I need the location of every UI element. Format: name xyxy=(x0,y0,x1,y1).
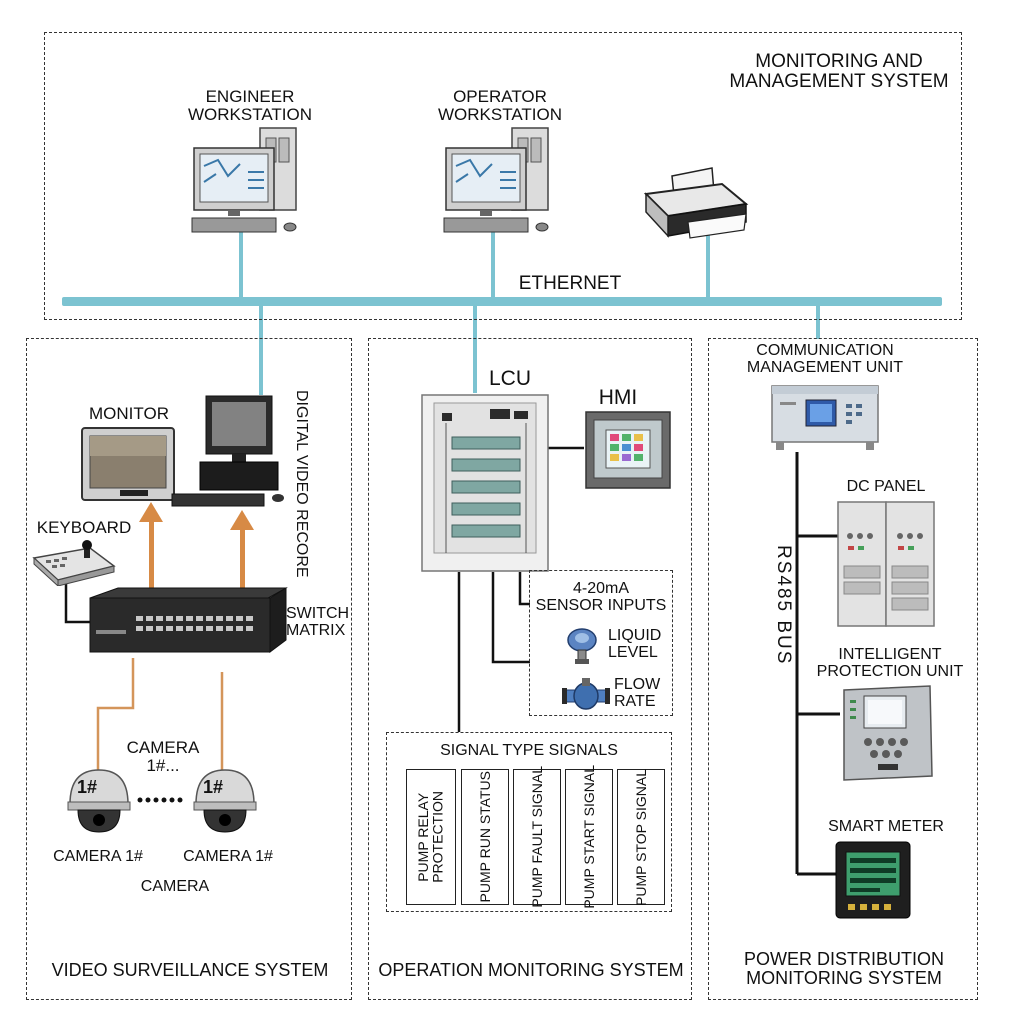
signal-label: PUMP START SIGNAL xyxy=(580,765,597,909)
lcu-to-sensors-2 xyxy=(518,572,530,606)
sensor-title-line1: 4-20mA xyxy=(572,580,630,597)
camera-right-tag: 1# xyxy=(202,777,224,797)
camera-left-cable xyxy=(96,658,135,772)
engineer-workstation-icon xyxy=(191,127,297,233)
signal-pump-stop-signal: PUMP STOP SIGNAL xyxy=(617,769,665,905)
camera-left-label: CAMERA 1# xyxy=(53,848,143,865)
ethernet-label: ETHERNET xyxy=(518,273,622,294)
ethernet-bus xyxy=(62,297,942,306)
power-title-line2: MONITORING SYSTEM xyxy=(746,967,942,988)
power-system-box xyxy=(708,338,978,1000)
sensor-inputs-box xyxy=(529,570,673,716)
operator-label-line1: OPERATOR xyxy=(453,87,547,106)
ethernet-drop-engineer xyxy=(239,228,243,298)
engineer-workstation-label: ENGINEER WORKSTATION xyxy=(170,88,330,124)
digital-video-recorder-icon xyxy=(171,395,284,507)
liquid-level-label: LIQUID LEVEL xyxy=(608,627,668,662)
communication-management-unit-icon xyxy=(771,385,879,450)
ipu-label-line1: INTELLIGENT xyxy=(838,646,942,663)
operator-label-line2: WORKSTATION xyxy=(437,104,563,124)
monitor-label: MONITOR xyxy=(89,404,169,423)
arrow-to-dvr xyxy=(230,510,254,590)
power-system-title: POWER DISTRIBUTION MONITORING SYSTEM xyxy=(714,950,974,988)
dvr-label: DIGITAL VIDEO RECORE xyxy=(292,390,310,578)
printer-icon xyxy=(643,167,749,239)
smart-meter-label: SMART METER xyxy=(828,818,944,835)
signal-label: PUMP RUN STATUS xyxy=(476,771,493,903)
switch-label-line2: MATRIX xyxy=(286,621,346,639)
operation-system-box xyxy=(368,338,692,1000)
ethernet-drop-cmu xyxy=(816,305,820,339)
signal-pump-start-signal: PUMP START SIGNAL xyxy=(565,765,613,909)
ethernet-drop-operator xyxy=(491,228,495,298)
engineer-label-line1: ENGINEER xyxy=(205,87,295,106)
keyboard-cable xyxy=(64,580,92,624)
intelligent-protection-unit-icon xyxy=(843,685,933,781)
sensor-inputs-title: 4-20mA SENSOR INPUTS xyxy=(530,580,672,615)
switch-label-line1: SWITCH xyxy=(286,605,350,622)
camera-group-label: CAMERA 1#... xyxy=(118,739,208,775)
power-title-line1: POWER DISTRIBUTION xyxy=(743,949,944,969)
rs485-bus-label: RS485 BUS xyxy=(772,545,794,666)
keyboard-label: KEYBOARD xyxy=(36,518,132,537)
switch-matrix-label: SWITCH MATRIX xyxy=(286,605,356,640)
monitor-icon xyxy=(81,427,175,501)
cmu-label-line1: COMMUNICATION xyxy=(756,342,894,359)
ethernet-drop-printer xyxy=(706,230,710,298)
camera-group-line1: CAMERA xyxy=(126,738,200,757)
signal-types-box xyxy=(386,732,672,912)
dc-panel-icon xyxy=(837,501,935,627)
smart-meter-icon xyxy=(835,841,911,919)
liquid-label-line2: LEVEL xyxy=(608,643,658,661)
monitoring-system-box xyxy=(44,32,962,320)
camera-right-icon xyxy=(193,769,257,833)
cmu-label-line2: MANAGEMENT UNIT xyxy=(746,358,904,376)
ipu-label: INTELLIGENT PROTECTION UNIT xyxy=(810,646,970,681)
camera-left-tag: 1# xyxy=(76,777,98,797)
hmi-label: HMI xyxy=(598,386,638,409)
signal-label: PUMP FAULT SIGNAL xyxy=(528,766,545,908)
sensor-title-line2: SENSOR INPUTS xyxy=(535,596,667,614)
signal-label: PUMP RELAY PROTECTION xyxy=(415,791,446,883)
liquid-label-line1: LIQUID xyxy=(608,627,662,644)
ethernet-drop-dvr xyxy=(259,305,263,395)
engineer-label-line2: WORKSTATION xyxy=(187,104,313,124)
lcu-cabinet-icon xyxy=(421,394,549,572)
monitoring-title-line1: MONITORING AND xyxy=(755,51,923,72)
flow-label-line1: FLOW xyxy=(614,676,661,693)
lcu-label: LCU xyxy=(488,367,531,390)
operator-workstation-icon xyxy=(443,127,549,233)
signal-label: PUMP STOP SIGNAL xyxy=(632,768,649,906)
camera-ellipsis-dots xyxy=(137,797,183,803)
lcu-to-sensors-1 xyxy=(491,572,530,664)
flow-rate-label: FLOW RATE xyxy=(614,676,670,711)
cmu-label: COMMUNICATION MANAGEMENT UNIT xyxy=(740,342,910,377)
camera-left-icon xyxy=(67,769,131,833)
hmi-panel-icon xyxy=(585,411,671,489)
signal-pump-fault-signal: PUMP FAULT SIGNAL xyxy=(513,766,561,908)
operator-workstation-label: OPERATOR WORKSTATION xyxy=(420,88,580,124)
ipu-label-line2: PROTECTION UNIT xyxy=(816,662,964,680)
operation-system-title: OPERATION MONITORING SYSTEM xyxy=(378,960,684,980)
signal-types-title: SIGNAL TYPE SIGNALS xyxy=(440,742,618,759)
flow-label-line2: RATE xyxy=(614,692,656,710)
camera-bottom-label: CAMERA xyxy=(140,878,210,895)
dc-panel-label: DC PANEL xyxy=(846,478,926,495)
switch-matrix-icon xyxy=(89,587,288,653)
video-system-title: VIDEO SURVEILLANCE SYSTEM xyxy=(51,960,329,980)
ethernet-drop-lcu xyxy=(473,305,477,393)
ptz-keyboard-icon xyxy=(32,540,116,586)
camera-right-label: CAMERA 1# xyxy=(183,848,273,865)
camera-group-line2: 1#... xyxy=(146,755,180,775)
video-system-box xyxy=(26,338,352,1000)
liquid-level-sensor-icon xyxy=(567,628,597,664)
flow-rate-sensor-icon xyxy=(562,678,610,710)
arrow-to-monitor xyxy=(139,502,163,590)
signal-pump-run-status: PUMP RUN STATUS xyxy=(461,769,509,905)
monitoring-title-line2: MANAGEMENT SYSTEM xyxy=(729,70,949,92)
monitoring-title: MONITORING AND MANAGEMENT SYSTEM xyxy=(724,52,954,92)
signal-pump-relay-protection: PUMP RELAY PROTECTION xyxy=(406,769,456,905)
